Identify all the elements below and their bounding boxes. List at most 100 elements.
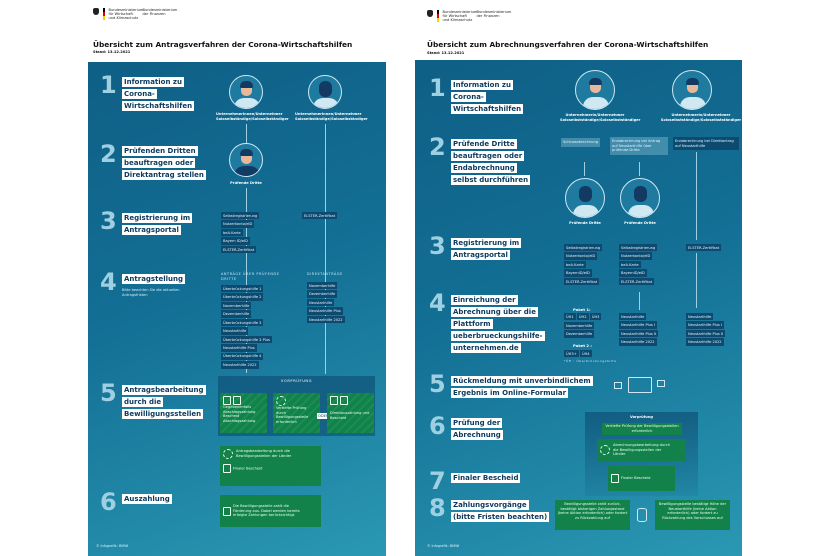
list-item: BayernID/eID xyxy=(564,269,592,277)
list-item: ELSTER-Zertifikat xyxy=(619,277,655,286)
list-item: ÜH4 xyxy=(579,350,592,358)
step-label-line: Antragsbearbeitung xyxy=(122,385,206,395)
process-box: Vertiefte Prüfung durch Bewilligungsstel… xyxy=(273,393,320,433)
person-label: Unternehmerin/Unternehmer Soloselbststän… xyxy=(560,113,641,122)
step-label-line: Information zu xyxy=(451,80,513,90)
person-label: Prüfende Dritte xyxy=(624,221,656,225)
list-item: Neustarthilfe Plus I xyxy=(686,321,724,329)
list-item: Neustarthilfe 2022 xyxy=(221,361,259,369)
step-label-line: Einreichung der xyxy=(451,295,518,305)
document-icon xyxy=(223,396,231,405)
process-box: Direktauszahlung und Bescheid xyxy=(327,393,374,433)
step-label-line: Antragsportal xyxy=(451,250,510,260)
step-label-line: Direktantrag stellen xyxy=(122,170,206,180)
list-item: Bayern ID/eID xyxy=(221,237,250,245)
list-item: Neustarthilfe xyxy=(221,327,249,335)
step-number: 2 xyxy=(100,140,117,168)
avatar xyxy=(575,70,615,110)
list-item: beA-Karte xyxy=(619,260,641,269)
ministry-name: Bundesministerium der Finanzen xyxy=(142,8,178,16)
package-label: Paket 1: xyxy=(573,307,591,312)
list-item: Novemberhilfe xyxy=(307,282,338,290)
list-item: Dezemberhilfe xyxy=(221,310,252,318)
path-tag: Endabrechnung bei Antrag auf Neustarthil… xyxy=(610,137,668,155)
person-label: Prüfende Dritte xyxy=(230,181,262,185)
payment-box: Bewilligungsstelle zahlt zurück, bestäti… xyxy=(555,500,630,530)
list-item: ELSTER-Zertifikat xyxy=(686,244,722,252)
list-item: Selbstregistrierung xyxy=(619,244,658,252)
step-label-line: Prüfende Dritte xyxy=(451,139,517,149)
connector xyxy=(325,124,326,374)
avatar xyxy=(620,178,660,218)
step-label-line: beauftragen oder xyxy=(451,151,525,161)
connector xyxy=(584,162,585,176)
message-icon xyxy=(657,380,665,387)
list-item: Neustarthilfe 2022 xyxy=(619,338,657,346)
chat-icon xyxy=(614,382,622,389)
step-number: 4 xyxy=(100,268,117,296)
list-item: Dezemberhilfe xyxy=(307,290,338,298)
list-heading: ANTRÄGE ÜBER PRÜFENDE DRITTE xyxy=(221,272,280,281)
process-box: Abrechnungsbearbeitung durch die Bewilli… xyxy=(597,439,686,461)
box-text: Finaler Bescheid xyxy=(621,476,651,481)
registration-list: ELSTER-Zertifikat xyxy=(686,244,722,252)
list-item: Neustarthilfe Plus II xyxy=(686,329,726,338)
flag-bar xyxy=(437,10,439,22)
connector xyxy=(639,292,640,310)
list-item: Neustarthilfe xyxy=(307,298,335,307)
step-label-line: Abrechnung über die xyxy=(451,307,538,317)
footer-credit: © Infografik: BMWi xyxy=(427,544,460,548)
step-label: Finaler Bescheid xyxy=(451,473,521,483)
process-box: Finaler Bescheid xyxy=(608,466,675,491)
box-text: Vertiefte Prüfung durch Bewilligungsstel… xyxy=(276,406,309,424)
step-number: 6 xyxy=(100,488,117,516)
step-label: Zahlungsvorgänge (bitte Fristen beachten) xyxy=(451,500,550,522)
document-icon xyxy=(330,396,338,405)
person-label: Unternehmerin/Unternehmer Soloselbststän… xyxy=(660,113,742,122)
person-label: Unternehmerinnen/Unternehmer Soloselbstä… xyxy=(295,112,368,121)
box-text: Abrechnungsbearbeitung durch die Bewilli… xyxy=(613,443,670,457)
application-poster: Bundesministerium für Wirtschaft und Kli… xyxy=(88,0,386,556)
list-item: Neustarthilfe Plus I xyxy=(619,321,657,329)
step-label-line: Bewilligungsstellen xyxy=(122,409,204,419)
box-text: Finaler Bescheid xyxy=(233,466,263,471)
clipboard-icon xyxy=(223,464,231,473)
connector xyxy=(246,188,247,373)
step-label-line: Abrechnung xyxy=(451,430,503,440)
step-label-line: Zahlungsvorgänge xyxy=(451,500,529,510)
step-label-line: (bitte Fristen beachten) xyxy=(451,512,550,522)
date-stand: Stand: 13.12.2021 xyxy=(93,50,131,54)
list-item: Überbrückungshilfe 3 xyxy=(221,318,264,327)
list-item: Novemberhilfe xyxy=(221,301,252,310)
person-label: Unternehmerinnen/Unternehmer Soloselbstä… xyxy=(216,112,289,121)
federal-eagle-icon xyxy=(93,8,99,15)
step-label-line: beauftragen oder xyxy=(122,158,196,168)
process-gear-icon xyxy=(276,396,286,406)
process-gear-icon xyxy=(223,449,233,459)
step-number: 3 xyxy=(100,207,117,235)
avatar xyxy=(308,75,342,109)
ministry-logo: Bundesministerium für Wirtschaft und Kli… xyxy=(427,10,511,22)
step-label-line: Wirtschaftshilfen xyxy=(451,104,524,114)
step-number: 8 xyxy=(429,494,446,522)
list-item: Neustarthilfe 2022 xyxy=(686,338,724,346)
list-item: Selbstregistrierung xyxy=(564,244,603,252)
step-number: 6 xyxy=(429,412,446,440)
process-gear-icon xyxy=(600,445,610,455)
list-item: ELSTER-Zertifikat xyxy=(221,245,257,254)
list-item: Neustarthilfe Plus II xyxy=(619,329,659,338)
list-item: Nutzerkonto/eID xyxy=(619,252,653,260)
path-tag: Endabrechnung bei Direktantrag auf Neust… xyxy=(673,137,739,151)
